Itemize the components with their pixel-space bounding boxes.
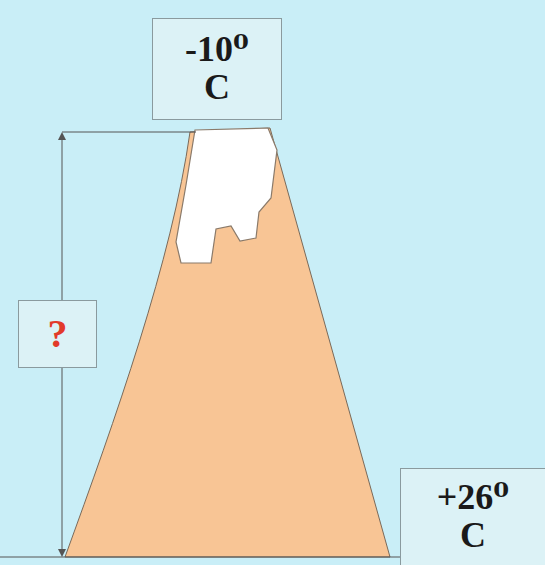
- temperature-label: -10⁰ C: [185, 31, 249, 107]
- temperature-label: +26⁰ C: [437, 479, 509, 555]
- extension-line: [62, 132, 196, 133]
- snow-cap: [176, 128, 277, 263]
- mountain: [65, 128, 390, 557]
- unknown-height-mark: ?: [48, 313, 68, 355]
- temperature-box: +26⁰ C: [400, 468, 545, 565]
- unknown-height-box: ?: [18, 300, 97, 368]
- temperature-box: -10⁰ C: [152, 18, 282, 120]
